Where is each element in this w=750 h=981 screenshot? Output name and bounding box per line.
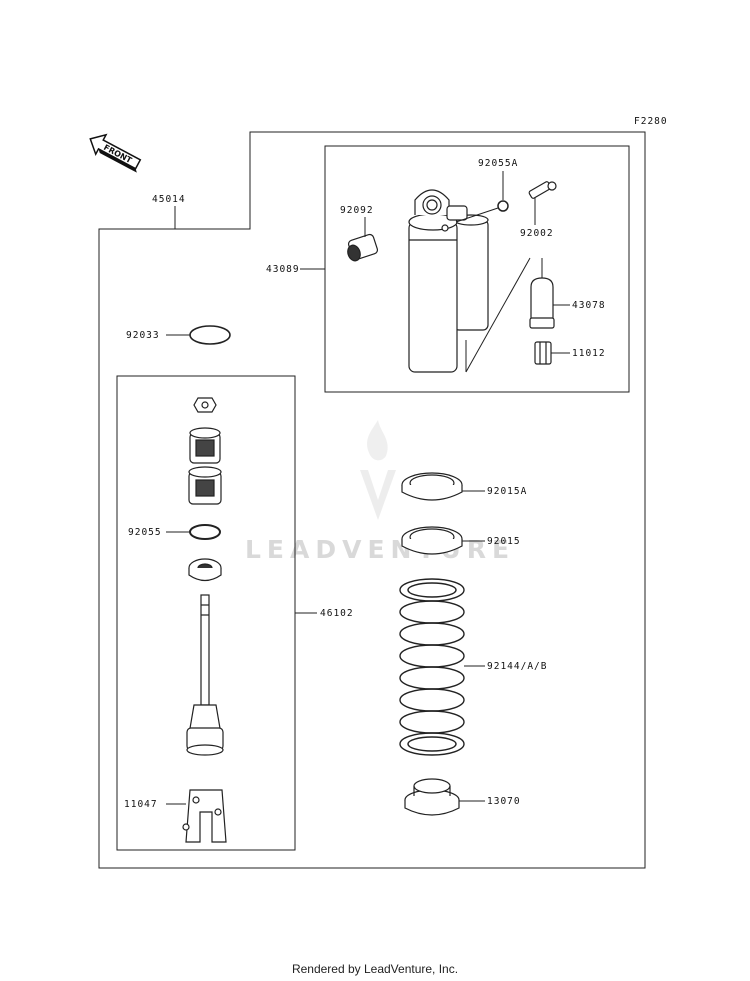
callout-46102: 46102 — [320, 608, 354, 619]
locknut-92015 — [401, 526, 463, 555]
front-arrow-icon: FRONT — [89, 133, 142, 173]
circlip-92033 — [189, 325, 231, 345]
spring-seat-13070 — [404, 778, 460, 816]
oring-92055 — [189, 524, 221, 540]
callout-92015: 92015 — [487, 536, 521, 547]
bushing-92092 — [347, 233, 379, 262]
callout-13070: 13070 — [487, 796, 521, 807]
callout-43078: 43078 — [572, 300, 606, 311]
callout-92055a: 92055A — [478, 158, 518, 169]
locknut-92015a — [401, 472, 463, 501]
callout-43089: 43089 — [266, 264, 300, 275]
callout-11047: 11047 — [124, 799, 158, 810]
shock-absorber-body — [408, 189, 489, 373]
callout-92015a: 92015A — [487, 486, 527, 497]
coil-spring-92144 — [399, 578, 465, 756]
callout-92055: 92055 — [128, 527, 162, 538]
piston-rod-assembly — [182, 397, 227, 843]
assembly-outline — [98, 131, 646, 869]
callout-11012: 11012 — [572, 348, 606, 359]
callout-45014: 45014 — [152, 194, 186, 205]
watermark-logo — [360, 420, 396, 520]
oring-92055a — [497, 200, 509, 212]
figure-code: F2280 — [634, 116, 668, 127]
callout-92092: 92092 — [340, 205, 374, 216]
valve-92002 — [528, 181, 557, 199]
callout-92033: 92033 — [126, 330, 160, 341]
cap-43078 — [529, 277, 555, 329]
watermark-text: LEADVENTURE — [245, 535, 515, 564]
valve-nut-11012 — [534, 341, 552, 365]
callout-92002: 92002 — [520, 228, 554, 239]
callout-92144: 92144/A/B — [487, 661, 547, 672]
footer-credit: Rendered by LeadVenture, Inc. — [291, 962, 459, 976]
